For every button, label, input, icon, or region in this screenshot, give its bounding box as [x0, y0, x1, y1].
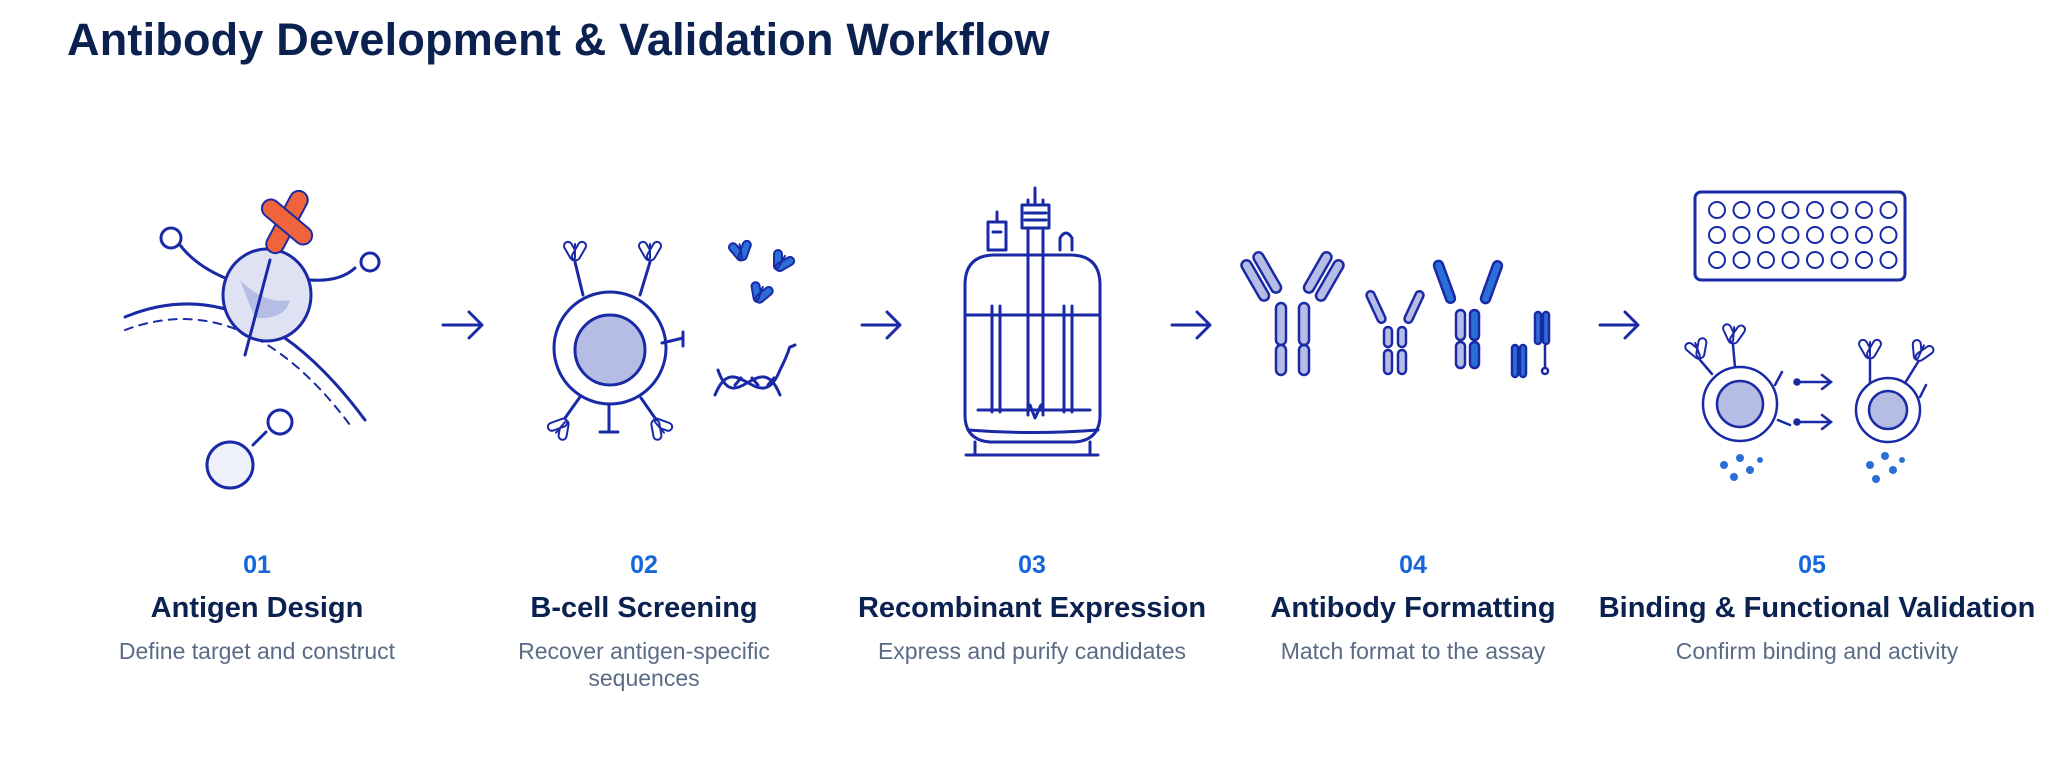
- plate-well: [1732, 251, 1751, 269]
- step-number: 03: [1018, 551, 1046, 579]
- plate-assay-icon: [1681, 190, 1938, 483]
- plate-well: [1757, 226, 1775, 244]
- plate-well: [1879, 226, 1898, 244]
- step-description: Confirm binding and activity: [1675, 638, 1959, 664]
- step-number: 05: [1798, 551, 1826, 579]
- plate-well: [1855, 251, 1873, 269]
- arrow-right-icon: [1598, 310, 1640, 340]
- bioreactor-icon: [963, 186, 1102, 457]
- plate-well: [1806, 226, 1824, 244]
- arrow-right-icon: [441, 310, 484, 340]
- plate-well: [1806, 251, 1824, 269]
- plate-well: [1757, 251, 1775, 269]
- plate-well: [1830, 251, 1849, 269]
- step-title: Recombinant Expression: [857, 592, 1207, 624]
- step-description: Recover antigen-specific sequences: [518, 638, 770, 691]
- plate-well: [1879, 251, 1898, 269]
- plate-well: [1732, 201, 1751, 219]
- arrow-right-icon: [1170, 310, 1212, 340]
- step-number: 02: [630, 551, 658, 579]
- step-number: 01: [243, 551, 271, 579]
- step-description: Match format to the assay: [1280, 638, 1546, 664]
- plate-well: [1879, 201, 1898, 219]
- step-description: Define target and construct: [118, 638, 396, 664]
- plate-well: [1708, 251, 1726, 269]
- step-title: Antibody Formatting: [1270, 592, 1556, 624]
- antibody-formats-icon: [1240, 251, 1551, 379]
- page-title: Antibody Development & Validation Workfl…: [67, 14, 1050, 65]
- plate-well: [1855, 226, 1873, 244]
- plate-well: [1708, 201, 1726, 219]
- plate-well: [1781, 251, 1800, 269]
- plate-well: [1806, 201, 1824, 219]
- plate-well: [1855, 201, 1873, 219]
- plate-well: [1830, 226, 1849, 244]
- step-title: Binding & Functional Validation: [1598, 592, 2036, 624]
- step-number: 04: [1399, 551, 1427, 579]
- antigen-membrane-icon: [123, 189, 381, 490]
- arrow-right-icon: [860, 310, 902, 340]
- step-title: Antigen Design: [150, 592, 364, 624]
- plate-well: [1757, 201, 1775, 219]
- plate-well: [1781, 226, 1800, 244]
- plate-well: [1732, 226, 1751, 244]
- b-cell-icon: [543, 237, 799, 445]
- step-description: Express and purify candidates: [877, 638, 1187, 664]
- plate-well: [1781, 201, 1800, 219]
- step-title: B-cell Screening: [530, 592, 758, 624]
- plate-well: [1830, 201, 1849, 219]
- plate-well: [1708, 226, 1726, 244]
